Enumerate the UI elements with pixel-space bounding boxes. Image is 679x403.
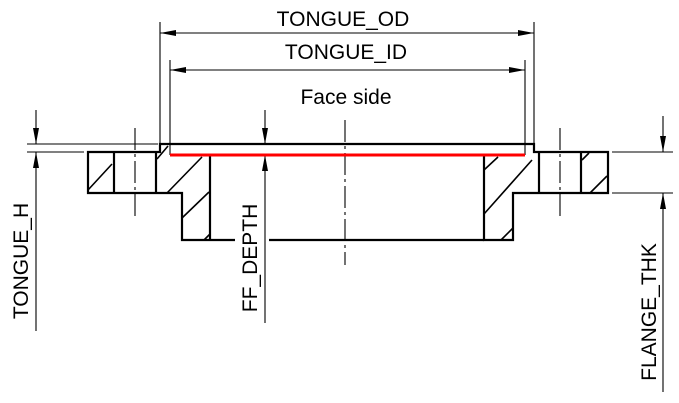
- flange-outline: [86, 142, 610, 242]
- ff-depth-label: FF_DEPTH: [239, 204, 262, 313]
- tongue-od-label: TONGUE_OD: [277, 8, 410, 31]
- ff-depth-dimension: [262, 110, 268, 323]
- tongue-id-label: TONGUE_ID: [285, 41, 407, 64]
- flange-thk-label: FLANGE_THK: [638, 243, 661, 381]
- flange-thk-dimension: [612, 116, 673, 392]
- tongue-h-label: TONGUE_H: [10, 203, 33, 319]
- tongue-h-dimension: [27, 110, 158, 331]
- face-side-label: Face side: [300, 86, 391, 109]
- tongue-od-dimension: [159, 22, 535, 144]
- tongue-id-dimension: [169, 60, 526, 155]
- section-hatching: [87, 145, 608, 241]
